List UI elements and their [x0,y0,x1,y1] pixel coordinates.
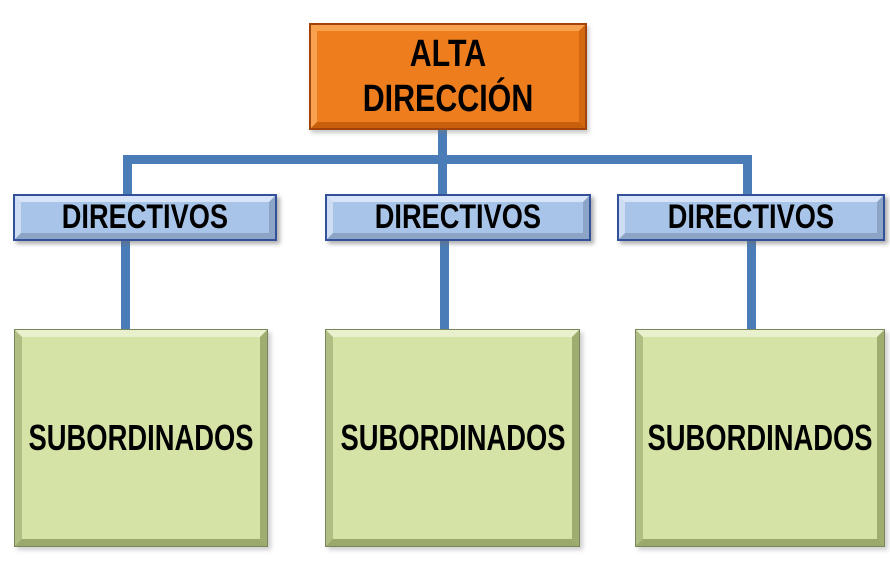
connector-horizontal-bus [123,155,752,164]
node-subordinados-3-face: SUBORDINADOS [636,330,884,546]
node-subordinados-1-face: SUBORDINADOS [15,330,267,546]
node-subordinados-2: SUBORDINADOS [325,329,580,547]
connector-left-drop [123,155,132,196]
connector-right-lower [747,240,756,332]
connector-right-drop [743,155,752,196]
node-label: SUBORDINADOS [340,416,565,458]
connector-middle-lower [440,240,449,332]
node-alta-direccion-face: ALTA DIRECCIÓN [311,25,585,128]
node-label: DIRECTIVOS [667,198,835,237]
node-label: DIRECTIVOS [374,198,542,237]
node-subordinados-2-face: SUBORDINADOS [326,330,579,546]
connector-left-lower [121,240,130,332]
node-label: SUBORDINADOS [28,416,254,458]
node-alta-direccion: ALTA DIRECCIÓN [309,23,587,130]
node-subordinados-3: SUBORDINADOS [635,329,885,547]
node-directivos-3: DIRECTIVOS [617,194,885,241]
node-directivos-2-face: DIRECTIVOS [327,196,589,239]
node-label: SUBORDINADOS [647,416,873,458]
node-directivos-2: DIRECTIVOS [325,194,591,241]
node-label: DIRECTIVOS [61,198,229,237]
node-directivos-3-face: DIRECTIVOS [619,196,883,239]
node-subordinados-1: SUBORDINADOS [14,329,268,547]
node-label: ALTA DIRECCIÓN [362,32,534,120]
node-directivos-1-face: DIRECTIVOS [15,196,275,239]
node-directivos-1: DIRECTIVOS [13,194,277,241]
